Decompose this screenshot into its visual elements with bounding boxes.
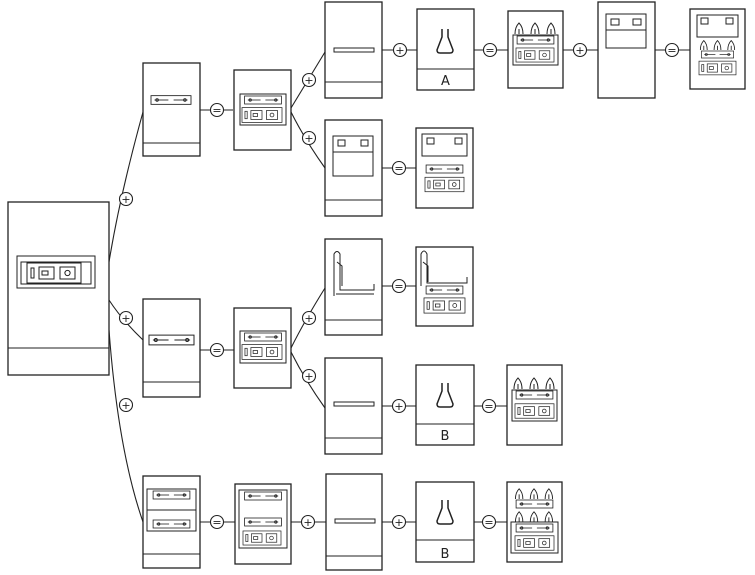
- equals-operator: =: [391, 160, 407, 176]
- equals-operator: =: [209, 102, 225, 118]
- variant-label-b: B: [441, 429, 450, 444]
- equals-operator: =: [481, 514, 497, 530]
- plus-operator: +: [301, 130, 317, 146]
- module-worktop-2: [324, 357, 383, 455]
- svg-text:+: +: [575, 44, 584, 57]
- variant-label-b: B: [441, 547, 450, 562]
- result-double-gas-cooktop: [506, 481, 563, 563]
- plus-operator: +: [118, 191, 134, 207]
- svg-text:+: +: [394, 400, 403, 413]
- module-burner-strip-1: [142, 62, 201, 157]
- module-flask-a: A: [416, 8, 475, 91]
- module-worktop-3: [325, 473, 383, 571]
- module-burner-strip-2: [142, 298, 201, 398]
- svg-text:+: +: [121, 399, 130, 412]
- variant-label-a: A: [441, 74, 450, 89]
- module-oven-unit-1: [324, 119, 383, 217]
- plus-operator: +: [391, 514, 407, 530]
- result-gas-cooktop-2: [506, 364, 563, 446]
- svg-text:+: +: [304, 312, 313, 325]
- plus-operator: +: [300, 514, 316, 530]
- svg-text:=: =: [394, 162, 403, 175]
- svg-text:=: =: [212, 516, 221, 529]
- equals-operator: =: [482, 42, 498, 58]
- svg-text:+: +: [304, 132, 313, 145]
- equals-operator: =: [391, 278, 407, 294]
- result-full-range-a: [689, 8, 746, 90]
- svg-text:=: =: [484, 516, 493, 529]
- result-oven-cooktop-1: [415, 127, 474, 209]
- svg-text:=: =: [667, 44, 676, 57]
- svg-text:=: =: [212, 104, 221, 117]
- module-oven-box-1: [597, 1, 656, 99]
- svg-text:+: +: [121, 312, 130, 325]
- svg-text:=: =: [484, 400, 493, 413]
- result-cooktop-with-hood: [415, 246, 474, 327]
- module-cooktop-with-panel-1: [233, 69, 292, 151]
- plus-operator: +: [301, 310, 317, 326]
- svg-text:=: =: [212, 344, 221, 357]
- svg-text:+: +: [121, 193, 130, 206]
- equals-operator: =: [481, 398, 497, 414]
- svg-text:=: =: [485, 44, 494, 57]
- plus-operator: +: [118, 310, 134, 326]
- plus-operator: +: [301, 368, 317, 384]
- plus-operator: +: [118, 397, 134, 413]
- plus-operator: +: [301, 72, 317, 88]
- module-double-strip: [142, 475, 201, 569]
- plus-operator: +: [392, 42, 408, 58]
- svg-text:=: =: [394, 280, 403, 293]
- svg-text:+: +: [304, 370, 313, 383]
- module-worktop-1: [324, 1, 383, 99]
- plus-operator: +: [572, 42, 588, 58]
- svg-text:+: +: [394, 516, 403, 529]
- operators: + + + = + + + = + = = = + + = + = = + + …: [118, 42, 680, 530]
- module-flask-b-1: B: [415, 364, 475, 446]
- equals-operator: =: [209, 514, 225, 530]
- equals-operator: =: [209, 342, 225, 358]
- module-flask-b-2: B: [415, 481, 475, 563]
- svg-text:+: +: [395, 44, 404, 57]
- equals-operator: =: [664, 42, 680, 58]
- module-cooktop-with-panel-2: [233, 307, 292, 389]
- svg-text:+: +: [304, 74, 313, 87]
- base-range-unit: [7, 201, 110, 376]
- plus-operator: +: [391, 398, 407, 414]
- svg-text:+: +: [303, 516, 312, 529]
- module-range-hood-back: [324, 238, 383, 336]
- module-double-strip-panel: [234, 483, 292, 565]
- result-gas-cooktop-1: [507, 10, 564, 89]
